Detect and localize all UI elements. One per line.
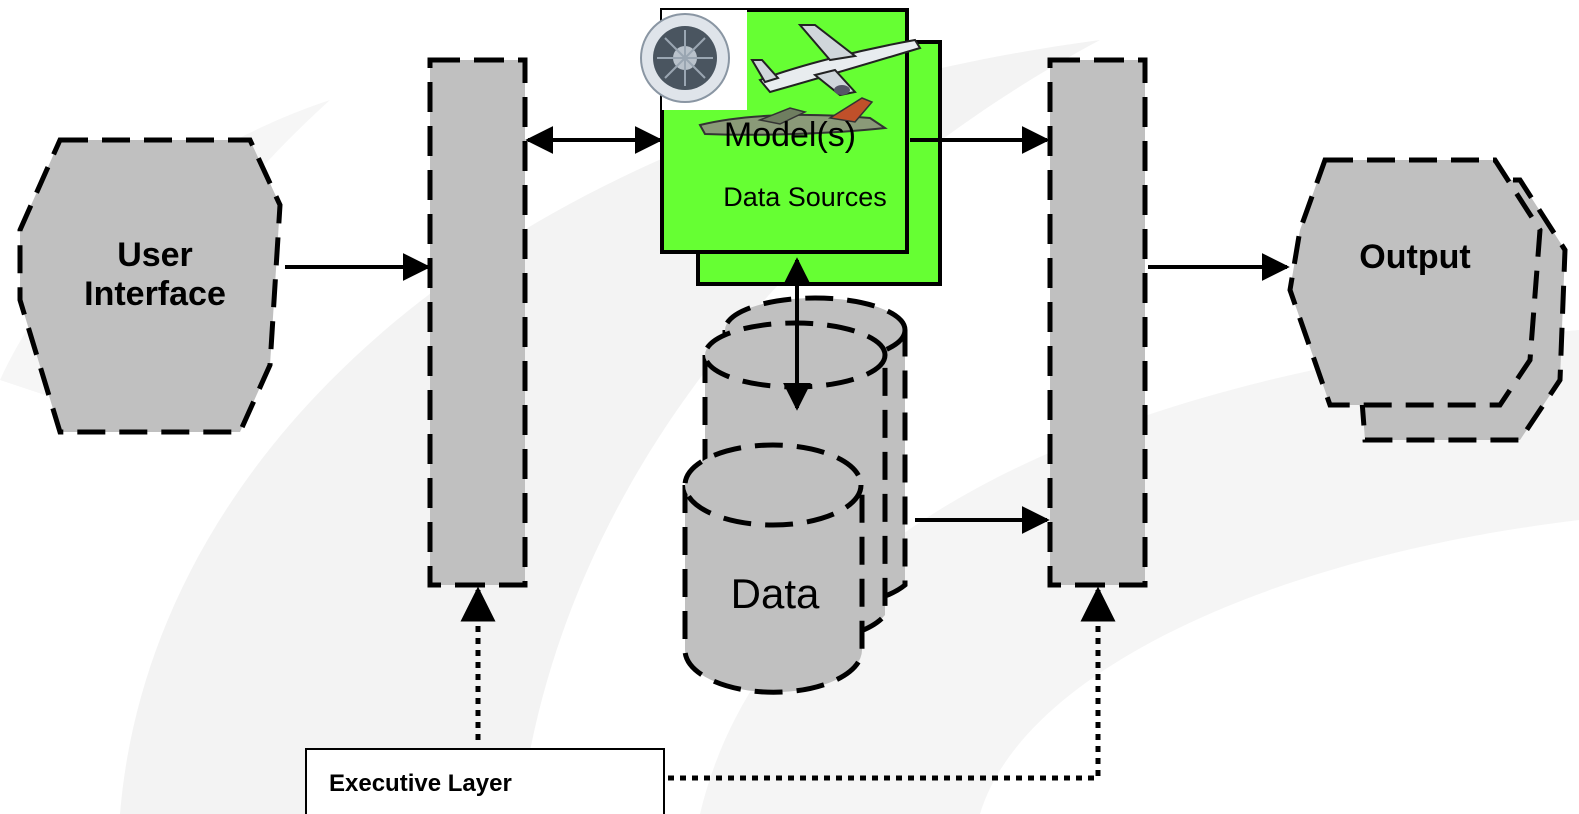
user-interface-line1: User [117,236,193,274]
executive-layer-label: Executive Layer [329,770,512,797]
exec-dotted-to-right-bar [668,586,1116,781]
data-sources-label: Data Sources [723,182,887,212]
user-interface-label: User Interface [40,236,270,314]
data-label: Data [730,570,820,617]
jet-engine-icon [640,10,747,110]
model-label: Model(s) [723,116,857,154]
right-connector-bar [1047,57,1148,588]
data-cylinder-front [682,442,865,695]
output-label: Output [1359,238,1471,276]
fighter-jet-icon [698,97,888,136]
airliner-icon [750,24,922,97]
user-interface-shape [17,137,283,435]
output-shape-front [1287,157,1543,408]
user-interface-line2: Interface [84,275,226,314]
left-connector-bar [427,57,528,588]
executive-layer-box: Executive Layer [305,748,665,814]
